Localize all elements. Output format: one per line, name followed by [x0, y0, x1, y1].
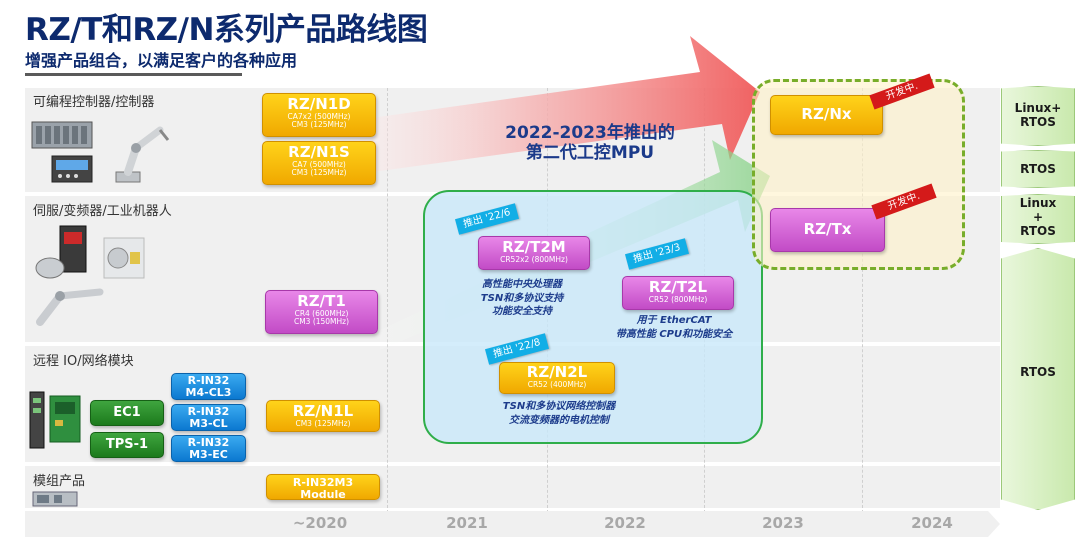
- product-rzn1s[interactable]: RZ/N1S CA7 (500MHz) CM3 (125MHz): [262, 141, 376, 185]
- os-label-linux-rtos-servo: Linux + RTOS: [1001, 194, 1075, 244]
- product-rzt1[interactable]: RZ/T1 CR4 (600MHz) CM3 (150MHz): [265, 290, 378, 334]
- first-gen-arrow: [300, 36, 760, 182]
- product-rznx[interactable]: RZ/Nx: [770, 95, 883, 135]
- product-rin32-m3-ec[interactable]: R-IN32 M3-EC: [171, 435, 246, 462]
- io-module-icon: [29, 391, 81, 449]
- product-rin32m3-module[interactable]: R-IN32M3 Module: [266, 474, 380, 500]
- product-rin32-m4-cl3[interactable]: R-IN32 M4-CL3: [171, 373, 246, 400]
- category-label-plc: 可编程控制器/控制器: [33, 95, 155, 110]
- page-title: RZ/T和RZ/N系列产品路线图: [25, 12, 428, 48]
- product-rzt2m[interactable]: RZ/T2M CR52x2 (800MHz): [478, 236, 590, 270]
- robot-arm-icon: [115, 126, 170, 183]
- column-divider: [387, 88, 388, 513]
- second-gen-group: [423, 190, 763, 444]
- page-subtitle: 增强产品组合，以满足客户的各种应用: [25, 51, 298, 70]
- year-label-2024: 2024: [911, 514, 953, 532]
- servo-drive-icon: [35, 225, 145, 326]
- description-rzt2l: 用于 EtherCAT 带高性能 CPU和功能安全: [615, 315, 733, 340]
- year-label-2023: 2023: [762, 514, 804, 532]
- category-label-module: 模组产品: [33, 474, 86, 489]
- second-gen-heading: 2022-2023年推出的 第二代工控MPU: [505, 123, 675, 164]
- os-label-rtos-plc: RTOS: [1001, 150, 1075, 188]
- product-rztx[interactable]: RZ/Tx: [770, 208, 885, 252]
- os-label-rtos-lower: RTOS: [1001, 248, 1075, 510]
- product-rzn1l[interactable]: RZ/N1L CM3 (125MHz): [266, 400, 380, 432]
- module-board-icon: [32, 491, 78, 507]
- product-rin32-m3-cl[interactable]: R-IN32 M3-CL: [171, 404, 246, 431]
- year-label-2020: ~2020: [292, 514, 348, 532]
- product-rzt2l[interactable]: RZ/T2L CR52 (800MHz): [622, 276, 734, 310]
- column-divider: [862, 88, 863, 513]
- os-label-linux-rtos-plc: Linux+ RTOS: [1001, 86, 1075, 146]
- plc-rack-icon: [31, 121, 93, 183]
- description-rzn2l: TSN和多协议网络控制器 交流变频器的电机控制: [502, 401, 616, 426]
- product-ec1[interactable]: EC1: [90, 400, 164, 426]
- category-label-servo: 伺服/变频器/工业机器人: [33, 204, 172, 219]
- band-module: [25, 466, 1000, 508]
- timeline-arrow: [25, 511, 1000, 537]
- product-rzn1d[interactable]: RZ/N1D CA7x2 (500MHz) CM3 (125MHz): [262, 93, 376, 137]
- title-underline: [25, 73, 242, 76]
- year-label-2022: 2022: [604, 514, 646, 532]
- description-rzt2m: 高性能中央处理器 TSN和多协议支持 功能安全支持: [480, 279, 564, 317]
- product-rzn2l[interactable]: RZ/N2L CR52 (400MHz): [499, 362, 615, 394]
- product-tps1[interactable]: TPS-1: [90, 432, 164, 458]
- category-label-remote-io: 远程 IO/网络模块: [33, 354, 134, 369]
- year-label-2021: 2021: [446, 514, 488, 532]
